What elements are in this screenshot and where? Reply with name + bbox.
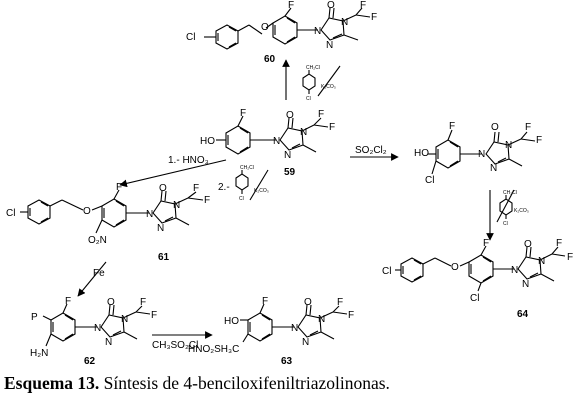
atom-n2: N <box>538 256 545 267</box>
atom-n3: N <box>326 40 333 51</box>
atom-carbonyl-o: O <box>159 183 167 194</box>
atom-n2: N <box>121 314 128 325</box>
atom-cf2: F <box>151 310 157 321</box>
atom-ring-cl: Cl <box>470 293 479 304</box>
reagent-ch2cl: CH₂Cl <box>240 165 254 171</box>
atom-carbonyl-o: O <box>304 297 312 308</box>
atom-f: F <box>116 182 122 193</box>
compound-64: Cl O F Cl O N N N F F 64 <box>382 238 573 320</box>
atom-cf2: F <box>567 252 573 263</box>
reagent-benzyl-top: CH₂Cl Cl K₂CO₃ <box>302 65 341 102</box>
atom-n3: N <box>284 150 291 161</box>
caption-label: Esquema 13. <box>4 373 100 393</box>
scheme-caption: Esquema 13. Síntesis de 4-benciloxifenil… <box>4 373 576 394</box>
atom-cf1: F <box>140 297 146 308</box>
atom-n3: N <box>522 279 529 290</box>
atom-cf1: F <box>337 297 343 308</box>
compound-number: 64 <box>517 309 529 320</box>
atom-n3: N <box>105 337 112 348</box>
reagent-cl: Cl <box>239 196 244 202</box>
reaction-arrows <box>77 59 494 339</box>
compound-63: HO F HNO₂SH₃C O N N N F F 63 <box>188 296 354 367</box>
atom-carbonyl-o: O <box>524 239 532 250</box>
atom-f: F <box>262 296 268 307</box>
reagent-step-2: 2.- <box>218 182 230 193</box>
atom-no2: O₂N <box>88 235 107 246</box>
arrow-59-to-61 <box>119 159 227 188</box>
atom-f: F <box>240 108 246 119</box>
compound-number: 60 <box>264 54 276 65</box>
atom-ho: HO <box>224 316 239 327</box>
reagent-ch2cl: CH₂Cl <box>306 65 320 71</box>
compound-60: Cl O F O N N N F F 60 <box>186 0 377 65</box>
atom-f: F <box>65 296 71 307</box>
atom-n2: N <box>318 314 325 325</box>
atom-cf2: F <box>371 12 377 23</box>
atom-cf1: F <box>193 183 199 194</box>
atom-cf1: F <box>318 109 324 120</box>
atom-n1: N <box>273 136 280 147</box>
atom-f: F <box>288 0 294 11</box>
compound-61: Cl O F O₂N O N N N F F 61 <box>6 182 210 263</box>
atom-h2n: H₂N <box>30 348 48 359</box>
compound-62: P H₂N F O N N N F F 62 <box>30 296 157 367</box>
atom-carbonyl-o: O <box>327 0 335 11</box>
atom-n1: N <box>146 209 153 220</box>
atom-n2: N <box>341 17 348 28</box>
atom-n3: N <box>302 337 309 348</box>
reagent-k2co3: K₂CO₃ <box>321 84 336 90</box>
compound-number: 59 <box>284 167 296 178</box>
reagent-step-1: 1.- HNO₃ <box>168 155 209 166</box>
atom-n1: N <box>94 323 101 334</box>
atom-carbonyl-o: O <box>107 297 115 308</box>
reagent-so2cl2: SO₂Cl₂ <box>355 145 387 156</box>
atom-p: P <box>31 312 38 323</box>
atom-side-chain: HNO₂SH₃C <box>188 344 239 355</box>
atom-o: O <box>261 22 269 33</box>
atom-carbonyl-o: O <box>286 110 294 121</box>
atom-cf2: F <box>204 195 210 206</box>
reagent-k2co3: K₂CO₃ <box>514 208 529 214</box>
atom-n2: N <box>173 200 180 211</box>
atom-o: O <box>83 206 91 217</box>
atom-n1: N <box>291 323 298 334</box>
atom-cl: Cl <box>382 266 391 277</box>
atom-n3: N <box>157 223 164 234</box>
atom-cf2: F <box>348 310 354 321</box>
reagent-ch3so2cl: CH₃SO₂Cl <box>152 340 198 351</box>
caption-text: Síntesis de 4-benciloxifeniltriazolinona… <box>99 373 390 393</box>
reagent-benzyl-right: CH₂Cl Cl K₂CO₃ <box>496 189 529 227</box>
arrow-61-to-62 <box>77 261 107 297</box>
atom-cl: Cl <box>186 32 195 43</box>
atom-cf2: F <box>329 122 335 133</box>
atom-f: F <box>483 238 489 249</box>
compound-59: HO F O N N N F F 59 <box>200 108 335 178</box>
atom-n2: N <box>300 127 307 138</box>
reagent-ch2cl: CH₂Cl <box>503 190 517 196</box>
atom-cf1: F <box>556 238 562 249</box>
compound-number: 63 <box>281 356 293 367</box>
atom-o: O <box>451 262 459 273</box>
atom-ho: HO <box>200 136 215 147</box>
compound-number: 61 <box>158 252 170 263</box>
compound-number: 62 <box>84 356 96 367</box>
atom-n1: N <box>511 265 518 276</box>
reagent-fe: Fe <box>93 268 105 279</box>
reagent-cl: Cl <box>503 221 508 227</box>
reagent-cl: Cl <box>306 96 311 102</box>
reagent-benzyl-left: CH₂Cl Cl K₂CO₃ <box>235 165 269 202</box>
atom-cl: Cl <box>6 208 15 219</box>
atom-cf1: F <box>360 0 366 11</box>
reagent-k2co3: K₂CO₃ <box>254 188 269 194</box>
atom-n1: N <box>314 26 321 37</box>
